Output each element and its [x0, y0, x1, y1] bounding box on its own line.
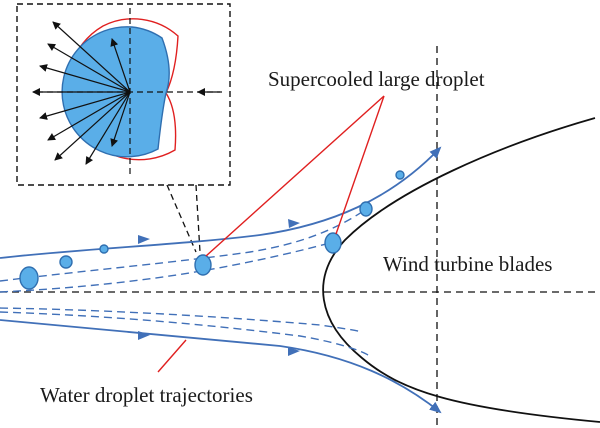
leader-lines [157, 95, 385, 373]
trajectory-upper [0, 146, 442, 259]
callout-line-right [166, 184, 197, 253]
trajectory-dashed-1 [0, 209, 366, 282]
label-supercooled-droplet: Supercooled large droplet [268, 67, 485, 91]
droplet-2 [59, 255, 73, 269]
droplet-7 [395, 170, 405, 180]
inset-droplet-detail [32, 8, 222, 178]
droplet-3 [99, 244, 109, 254]
leader-to-droplet-5 [335, 95, 385, 235]
label-wind-turbine-blades: Wind turbine blades [383, 252, 552, 276]
droplet-6 [359, 201, 373, 217]
leader-to-droplet-4 [205, 95, 385, 257]
dashed-trajectories [0, 209, 369, 356]
trajectory-dashed-3 [0, 307, 363, 333]
droplets [19, 170, 405, 290]
flow-direction-arrows [138, 219, 300, 356]
pressure-arrows [32, 21, 222, 165]
droplet-4 [194, 254, 212, 276]
leader-to-trajectories [157, 339, 187, 373]
blade-profile [322, 117, 600, 423]
trajectories [0, 146, 442, 414]
trajectory-lower [0, 319, 442, 414]
label-water-droplet-trajectories: Water droplet trajectories [40, 383, 253, 407]
droplet-1 [19, 266, 39, 290]
inset-box [16, 3, 231, 186]
droplet-5 [324, 232, 342, 254]
trajectory-dashed-2 [0, 242, 331, 293]
trajectory-dashed-4 [0, 311, 369, 356]
